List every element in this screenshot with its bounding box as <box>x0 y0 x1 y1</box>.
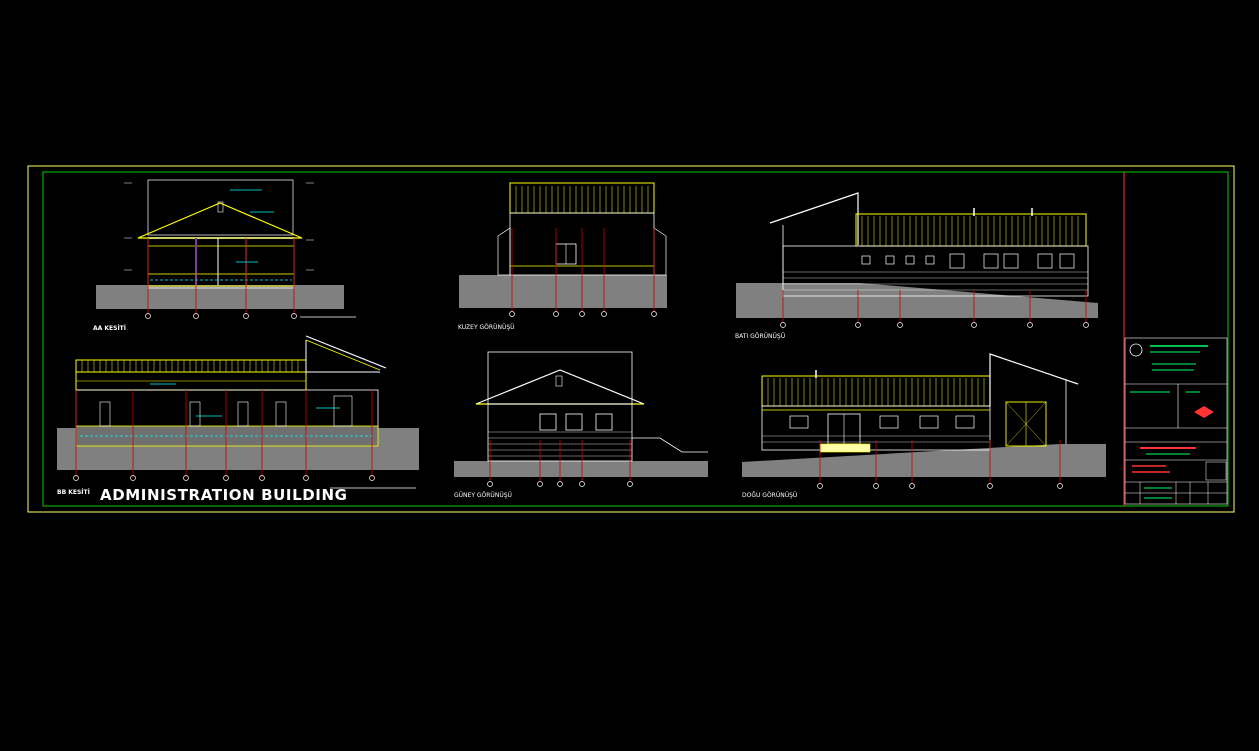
institution-logo-icon <box>1129 343 1143 357</box>
east-ground <box>742 444 1106 477</box>
aa-ground <box>96 285 344 309</box>
title-block <box>1123 172 1228 506</box>
west-ground <box>736 283 1098 318</box>
sheet-inner-frame <box>42 171 1229 507</box>
drawing-title: ADMINISTRATION BUILDING <box>100 486 348 504</box>
sheet-outer-frame <box>27 165 1235 513</box>
north-elevation-view: KUZEY GÖRÜNÜŞÜ <box>458 182 667 331</box>
north-ground <box>459 275 667 308</box>
bb-section-view: BB KESİTİ <box>57 335 419 496</box>
bb-section-label: BB KESİTİ <box>57 489 90 496</box>
north-elevation-label: KUZEY GÖRÜNÜŞÜ <box>458 324 515 331</box>
aa-section-view: AA KESİTİ <box>93 179 356 332</box>
stamp-icon <box>1194 406 1214 418</box>
west-elevation-label: BATI GÖRÜNÜŞÜ <box>735 333 785 340</box>
south-elevation-view: GÜNEY GÖRÜNÜŞÜ <box>454 351 708 499</box>
east-elevation-label: DOĞU GÖRÜNÜŞÜ <box>742 492 797 499</box>
south-ground <box>454 461 708 477</box>
west-elevation-view: BATI GÖRÜNÜŞÜ <box>735 192 1098 340</box>
east-elevation-view: DOĞU GÖRÜNÜŞÜ <box>742 353 1106 499</box>
south-elevation-label: GÜNEY GÖRÜNÜŞÜ <box>454 492 512 499</box>
aa-section-label: AA KESİTİ <box>93 325 126 332</box>
